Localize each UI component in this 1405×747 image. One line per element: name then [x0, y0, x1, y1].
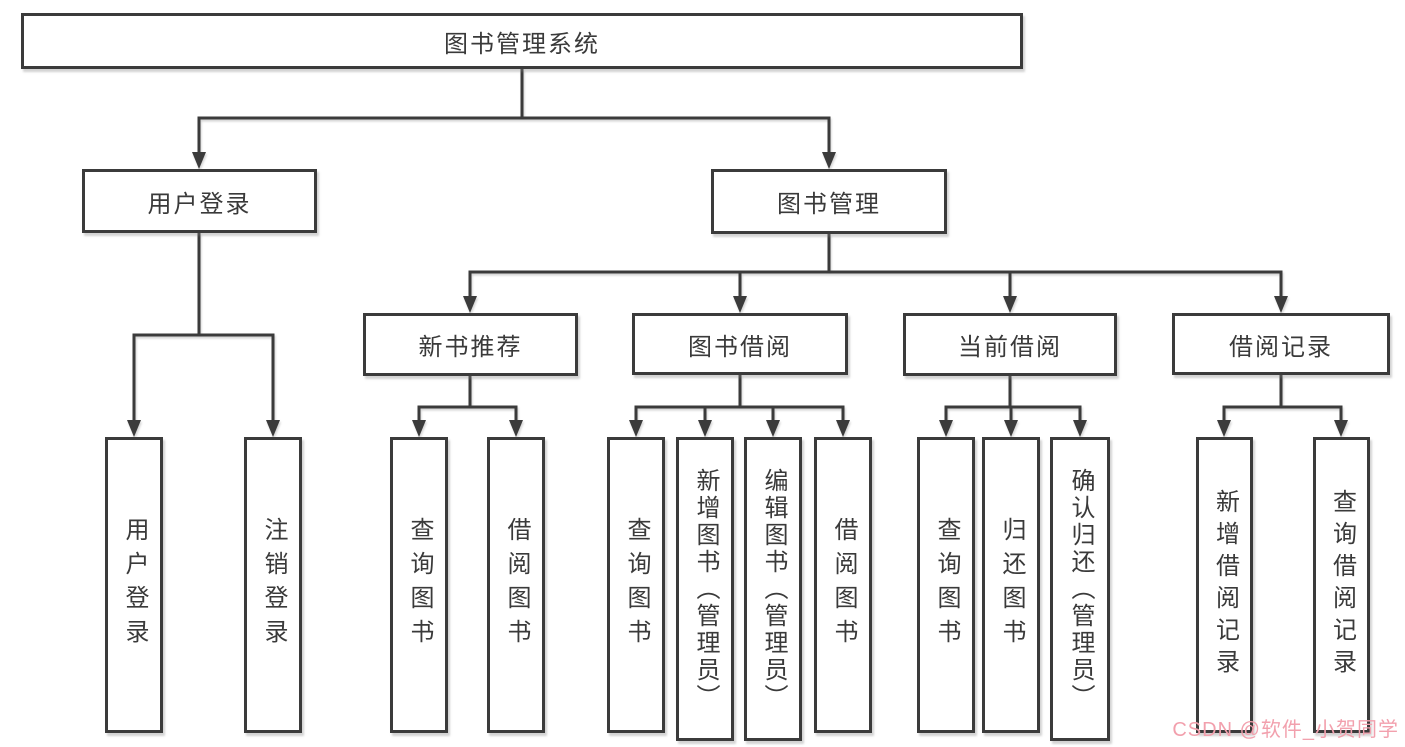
leaf-label: 查询借阅记录: [1328, 489, 1356, 681]
node-borrow-record: 借阅记录: [1172, 313, 1390, 375]
node-user-login: 用户登录: [82, 169, 317, 233]
leaf-label: 查询图书: [623, 517, 650, 653]
leaf-query-book-borrow: 查询图书: [607, 437, 665, 733]
leaf-label: 用户登录: [121, 517, 148, 653]
leaf-confirm-return-admin: 确认归还（管理员）: [1050, 437, 1110, 741]
node-book-management: 图书管理: [711, 169, 947, 234]
leaf-query-borrow-record: 查询借阅记录: [1313, 437, 1370, 733]
leaf-borrow-book-recommend: 借阅图书: [487, 437, 545, 733]
leaf-edit-book-admin: 编辑图书（管理员）: [744, 437, 802, 741]
node-library-system: 图书管理系统: [21, 13, 1023, 69]
leaf-label: 借阅图书: [503, 517, 530, 653]
leaf-logout: 注销登录: [244, 437, 302, 733]
node-label: 借阅记录: [1229, 333, 1333, 361]
node-book-borrow: 图书借阅: [632, 313, 848, 375]
leaf-add-book-admin: 新增图书（管理员）: [676, 437, 734, 741]
leaf-label: 新增图书（管理员）: [692, 467, 719, 711]
node-label: 图书借阅: [688, 333, 792, 361]
leaf-label: 确认归还（管理员）: [1067, 467, 1094, 711]
node-label: 新书推荐: [418, 334, 523, 361]
node-label: 图书管理系统: [444, 30, 600, 58]
leaf-label: 归还图书: [998, 517, 1025, 653]
leaf-add-borrow-record: 新增借阅记录: [1196, 437, 1253, 733]
leaf-label: 借阅图书: [830, 517, 857, 653]
leaf-borrow-book: 借阅图书: [814, 437, 872, 733]
node-label: 当前借阅: [958, 334, 1062, 361]
leaf-label: 注销登录: [260, 517, 287, 653]
leaf-label: 编辑图书（管理员）: [760, 467, 787, 711]
leaf-return-book: 归还图书: [982, 437, 1040, 733]
leaf-user-login: 用户登录: [105, 437, 163, 733]
leaf-query-book-recommend: 查询图书: [390, 437, 448, 733]
node-label: 图书管理: [777, 191, 881, 218]
leaf-label: 查询图书: [406, 517, 433, 653]
watermark: CSDN @软件_小贺同学: [1172, 719, 1399, 741]
leaf-query-book-current: 查询图书: [917, 437, 975, 733]
leaf-label: 查询图书: [933, 517, 960, 653]
node-current-borrow: 当前借阅: [903, 313, 1117, 376]
leaf-label: 新增借阅记录: [1211, 489, 1239, 681]
node-new-book-recommend: 新书推荐: [363, 313, 578, 376]
node-label: 用户登录: [147, 190, 252, 218]
